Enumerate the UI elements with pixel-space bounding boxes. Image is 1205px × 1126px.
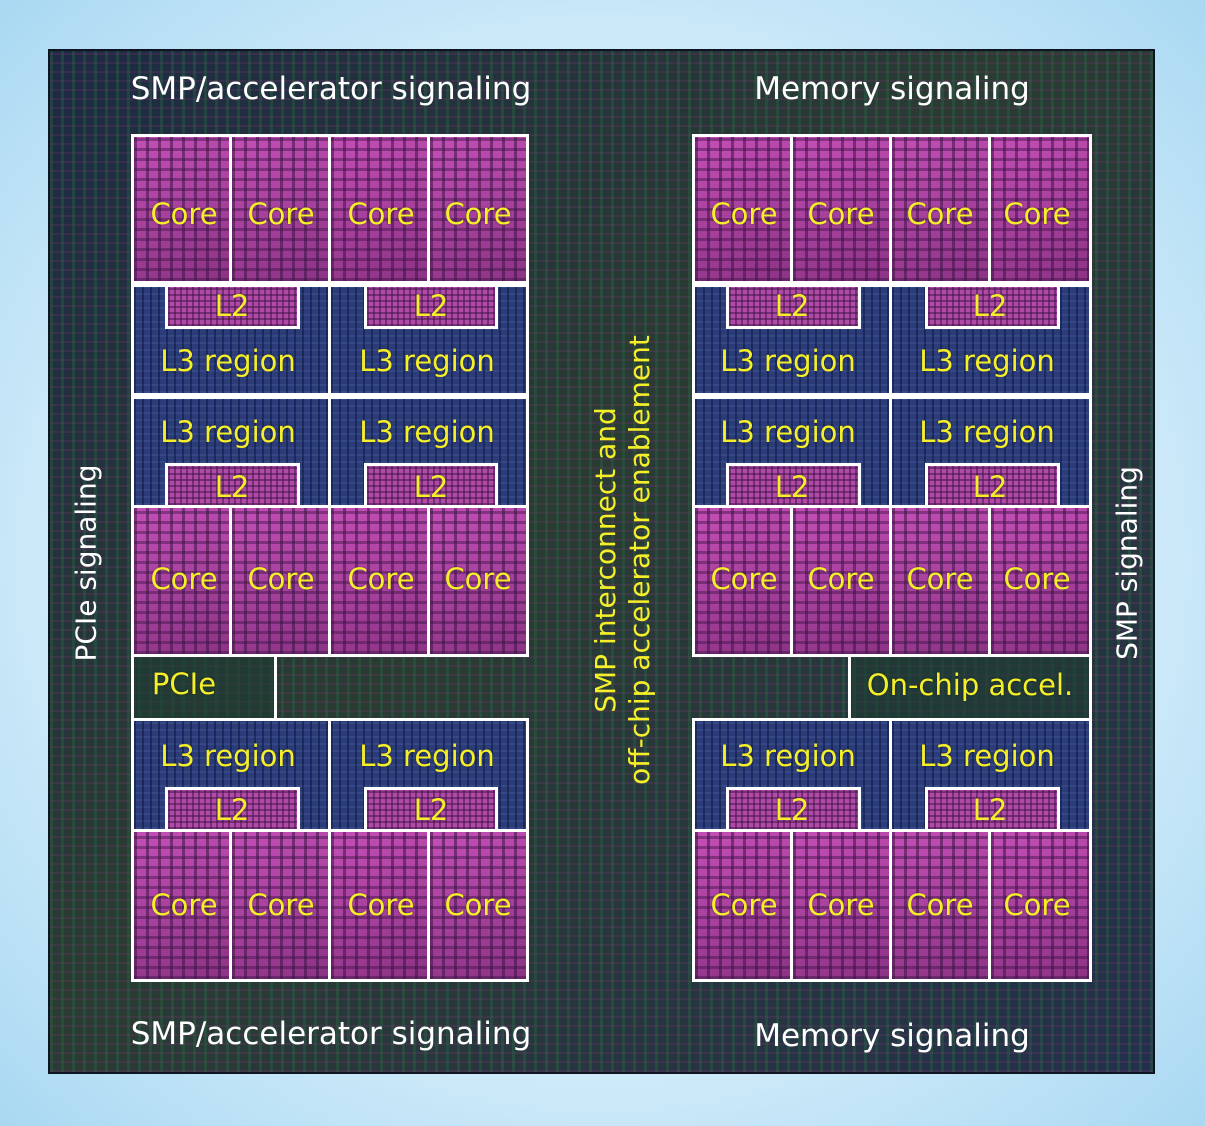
core-label: Core [710, 888, 778, 922]
core-block [229, 134, 331, 284]
l3-region-label: L3 region [720, 739, 856, 773]
l2-label: L2 [413, 470, 449, 504]
top-right-memory-label: Memory signaling [754, 71, 1030, 107]
core-label: Core [347, 562, 415, 596]
l3-region-label: L3 region [919, 739, 1055, 773]
core-label: Core [807, 888, 875, 922]
l2-cache-block [925, 787, 1060, 832]
center-interconnect-label: SMP interconnect and off-chip accelerato… [589, 335, 657, 785]
core-block [229, 505, 331, 657]
core-block [131, 829, 232, 982]
right-smp-signaling-label: SMP signaling [1110, 466, 1144, 660]
core-block [427, 505, 529, 657]
core-block [790, 505, 892, 657]
l2-label: L2 [774, 793, 810, 827]
core-label: Core [710, 562, 778, 596]
l3-region-label: L3 region [359, 415, 495, 449]
bottom-right-memory-label: Memory signaling [754, 1018, 1030, 1054]
core-label: Core [1003, 888, 1071, 922]
core-label: Core [150, 562, 218, 596]
core-label: Core [347, 197, 415, 231]
l2-cache-block [165, 787, 300, 832]
core-block [692, 505, 793, 657]
core-block [889, 829, 991, 982]
bottom-left-smp-accel-label: SMP/accelerator signaling [130, 1016, 532, 1052]
core-block [328, 505, 430, 657]
l2-label: L2 [214, 470, 250, 504]
l3-region-label: L3 region [919, 344, 1055, 378]
l2-label: L2 [214, 793, 250, 827]
l2-label: L2 [972, 793, 1008, 827]
l2-cache-block [165, 284, 300, 329]
core-block [889, 505, 991, 657]
core-block [229, 829, 331, 982]
l3-region-label: L3 region [160, 415, 296, 449]
core-label: Core [1003, 562, 1071, 596]
core-label: Core [906, 197, 974, 231]
center-label-line-2: off-chip accelerator enablement [623, 335, 656, 785]
core-block [427, 829, 529, 982]
core-label: Core [710, 197, 778, 231]
core-block [692, 134, 793, 284]
l2-cache-block [726, 463, 861, 508]
core-label: Core [347, 888, 415, 922]
core-label: Core [150, 888, 218, 922]
core-label: Core [807, 197, 875, 231]
l3-region-label: L3 region [720, 415, 856, 449]
core-block [889, 134, 991, 284]
l2-label: L2 [774, 470, 810, 504]
l2-cache-block [364, 787, 498, 832]
on-chip-accel-label: On-chip accel. [866, 668, 1074, 702]
core-block [131, 505, 232, 657]
top-left-smp-accel-label: SMP/accelerator signaling [130, 71, 532, 107]
l3-region-label: L3 region [919, 415, 1055, 449]
core-block [427, 134, 529, 284]
core-block [692, 829, 793, 982]
core-label: Core [906, 562, 974, 596]
core-label: Core [444, 562, 512, 596]
l2-label: L2 [972, 289, 1008, 323]
core-label: Core [1003, 197, 1071, 231]
l2-cache-block [925, 463, 1060, 508]
core-label: Core [807, 562, 875, 596]
l3-region-label: L3 region [359, 739, 495, 773]
l3-region-label: L3 region [160, 344, 296, 378]
l2-label: L2 [774, 289, 810, 323]
core-label: Core [444, 197, 512, 231]
core-label: Core [150, 197, 218, 231]
core-block [328, 134, 430, 284]
l3-region-label: L3 region [359, 344, 495, 378]
core-block [988, 134, 1092, 284]
on-chip-accel-block [848, 654, 1092, 721]
core-label: Core [247, 888, 315, 922]
l2-label: L2 [214, 289, 250, 323]
l2-cache-block [925, 284, 1060, 329]
core-block [328, 829, 430, 982]
l2-cache-block [726, 284, 861, 329]
core-label: Core [444, 888, 512, 922]
core-label: Core [247, 197, 315, 231]
l2-cache-block [726, 787, 861, 832]
core-label: Core [906, 888, 974, 922]
l2-label: L2 [972, 470, 1008, 504]
core-label: Core [247, 562, 315, 596]
core-block [790, 134, 892, 284]
pcie-label: PCIe [151, 667, 217, 701]
l2-label: L2 [413, 793, 449, 827]
l2-cache-block [364, 284, 498, 329]
core-block [988, 829, 1092, 982]
l3-region-label: L3 region [720, 344, 856, 378]
l3-region-label: L3 region [160, 739, 296, 773]
l2-label: L2 [413, 289, 449, 323]
left-pcie-signaling-label: PCIe signaling [69, 464, 103, 662]
center-label-line-1: SMP interconnect and [589, 407, 622, 713]
